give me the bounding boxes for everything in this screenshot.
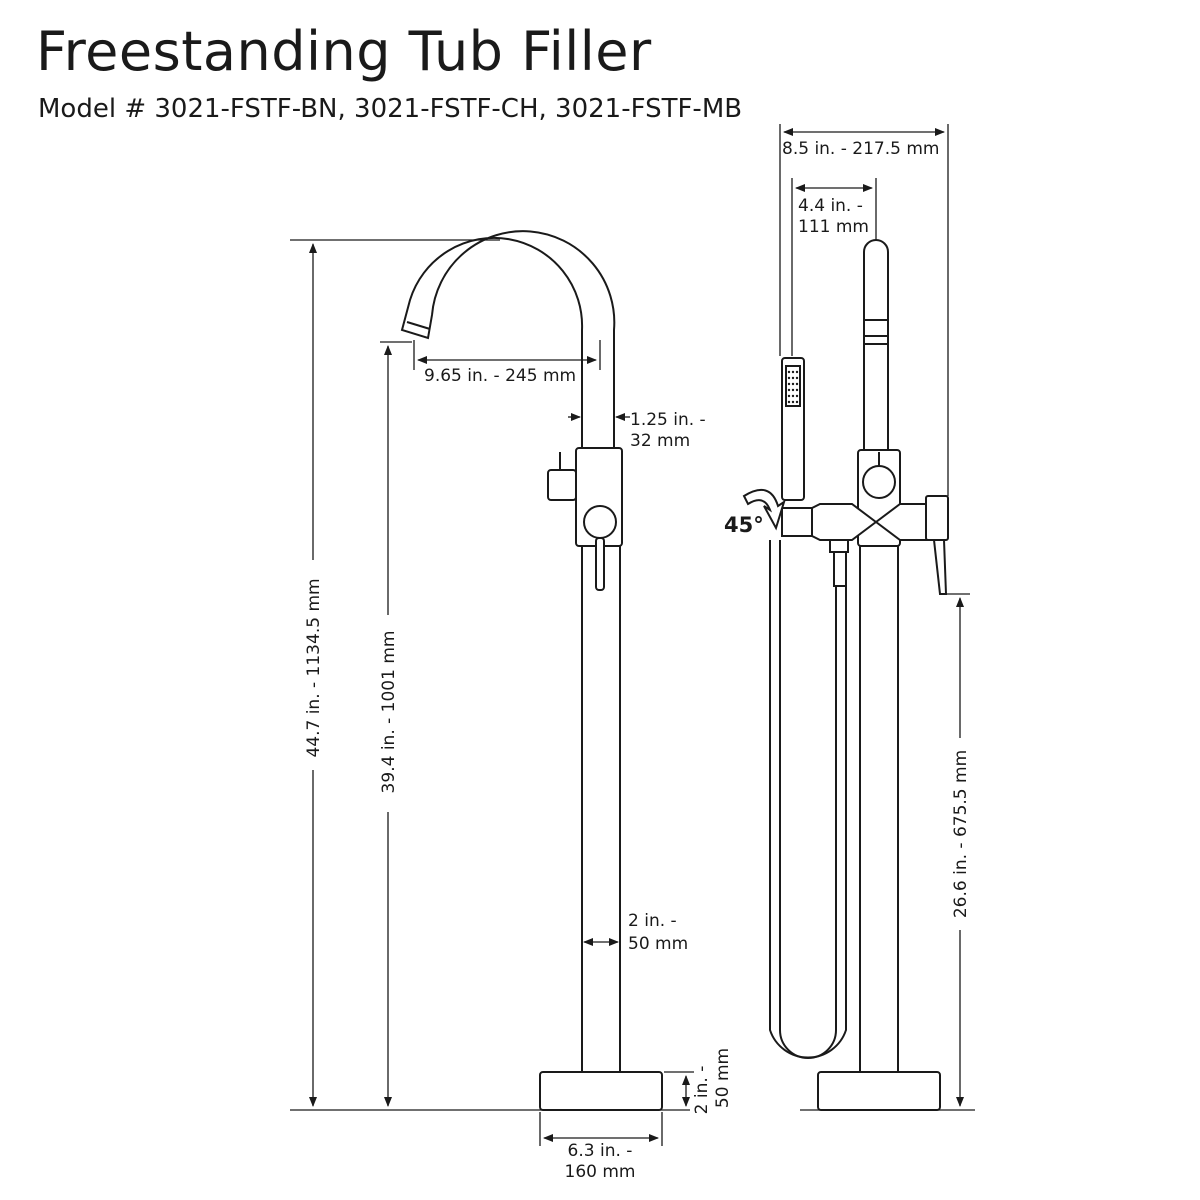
lever-handle <box>547 469 577 501</box>
spout-diameter-label-2: 32 mm <box>630 431 690 451</box>
side-floor-base <box>817 1071 941 1111</box>
floor-base <box>539 1071 663 1111</box>
front-dimensions <box>290 239 694 1146</box>
rotation-angle-label: 45° <box>724 513 764 537</box>
spout-gooseneck <box>400 230 616 448</box>
spout-reach-label: 9.65 in. - 245 mm <box>424 366 576 386</box>
spray-holes <box>787 370 799 404</box>
valve-bar <box>781 503 931 541</box>
base-height-label-1: 2 in. - <box>692 1066 712 1115</box>
shower-hose <box>779 540 837 1059</box>
column-diameter-label-1: 2 in. - <box>628 911 677 931</box>
front-view <box>290 230 690 1111</box>
spout-height-label: 39.4 in. - 1001 mm <box>379 631 399 794</box>
base-width-label-2: 160 mm <box>565 1162 636 1182</box>
handshower-offset-label-1: 4.4 in. - <box>798 196 863 216</box>
side-dimensions <box>779 124 970 1107</box>
page-title: Freestanding Tub Filler <box>36 20 652 83</box>
hose-connector <box>829 539 849 553</box>
base-height-label-2: 50 mm <box>713 1048 733 1108</box>
total-height-label: 44.7 in. - 1134.5 mm <box>304 578 324 757</box>
spout-diameter-label-1: 1.25 in. - <box>630 410 706 430</box>
handshower-offset-label-2: 111 mm <box>798 217 869 237</box>
diverter-lever <box>595 537 605 591</box>
handle-height-label: 26.6 in. - 675.5 mm <box>951 750 971 918</box>
side-view <box>742 239 975 1111</box>
model-number: Model # 3021-FSTF-BN, 3021-FSTF-CH, 3021… <box>38 94 743 124</box>
handshower-ring <box>863 319 889 345</box>
side-handle <box>925 495 949 541</box>
rotation-arrow <box>742 488 786 531</box>
base-width-label-1: 6.3 in. - <box>568 1141 633 1161</box>
side-width-label: 8.5 in. - 217.5 mm <box>782 139 939 159</box>
column-diameter-label-2: 50 mm <box>628 934 688 954</box>
side-knob <box>862 465 896 499</box>
diverter-knob <box>583 505 617 539</box>
